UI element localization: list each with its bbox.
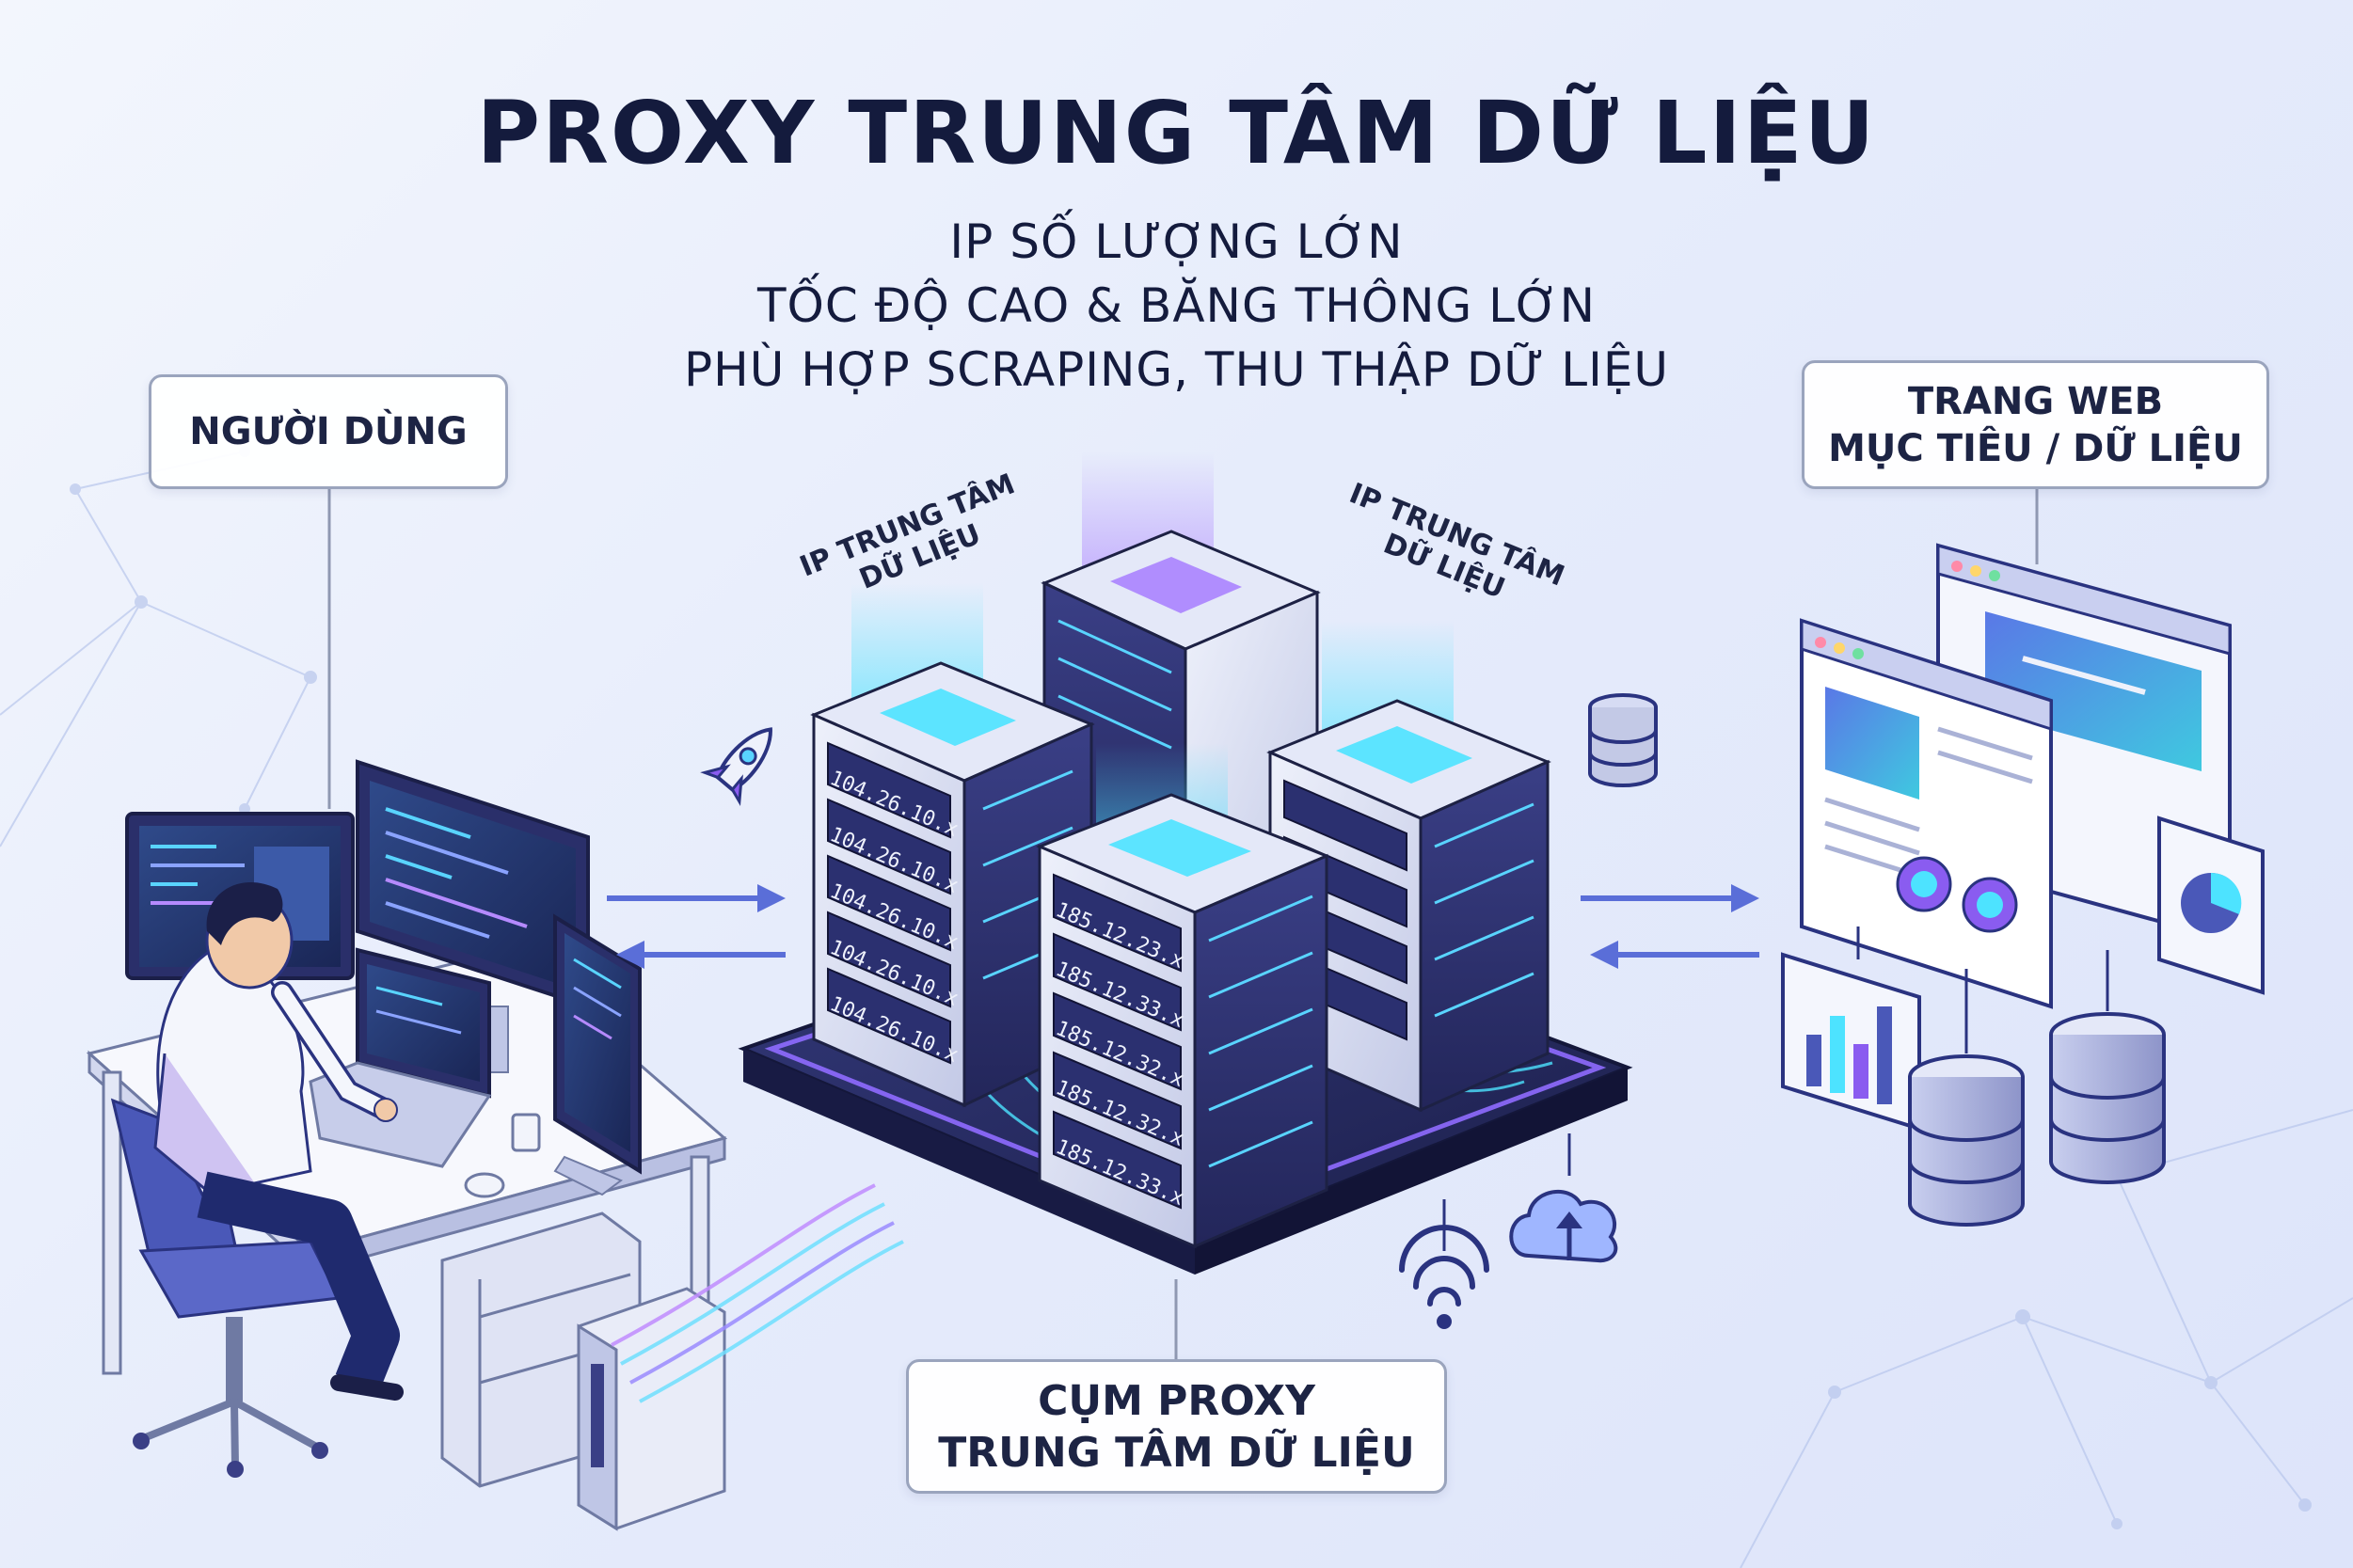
person-at-desk — [153, 881, 404, 1401]
database-icon — [1908, 1054, 2025, 1227]
subtitle-line-1: IP SỐ LƯỢNG LỚN — [949, 214, 1404, 269]
target-label-box: TRANG WEB MỤC TIÊU / DỮ LIỆU — [1802, 360, 2269, 489]
bar-chart-card — [1781, 952, 1921, 1132]
cloud-upload-icon — [1509, 1133, 1618, 1263]
database-icon — [2049, 1012, 2166, 1184]
rocket-icon — [700, 727, 772, 807]
arrow-left-icon — [1590, 941, 1759, 969]
user-to-proxy-arrows — [607, 884, 786, 969]
subtitle-line-2: TỐC ĐỘ CAO & BĂNG THÔNG LỚN — [756, 278, 1597, 333]
left-rack-slots — [827, 741, 951, 1065]
target-label-line-2: MỤC TIÊU / DỮ LIỆU — [1828, 426, 2243, 470]
mouse — [464, 1172, 505, 1198]
server-front — [1036, 743, 1330, 1249]
target-label-line-1: TRANG WEB — [1907, 379, 2164, 423]
cluster-label-line-1: CỤM PROXY — [1038, 1376, 1315, 1425]
page-title: PROXY TRUNG TÂM DỮ LIỆU — [476, 83, 1877, 183]
database-icon — [1588, 693, 1658, 787]
pie-chart-card — [2157, 816, 2265, 995]
proxy-cluster — [700, 451, 1658, 1329]
user-label: NGƯỜI DÙNG — [189, 410, 468, 453]
mug — [511, 1113, 541, 1152]
network-background — [0, 446, 2353, 1568]
user-label-box: NGƯỜI DÙNG — [149, 374, 508, 489]
server-left — [810, 583, 1095, 1108]
cluster-label-box: CỤM PROXY TRUNG TÂM DỮ LIỆU — [906, 1359, 1447, 1494]
arrow-right-icon — [607, 884, 786, 912]
browser-window-front — [1800, 618, 2053, 1009]
right-monitor — [553, 913, 642, 1196]
proxy-to-target-arrows — [1581, 884, 1759, 969]
cluster-label-line-2: TRUNG TÂM DỮ LIỆU — [938, 1428, 1415, 1477]
target-websites-illustration — [1781, 543, 2265, 1227]
subtitle-line-3: PHÙ HỢP SCRAPING, THU THẬP DỮ LIỆU — [683, 342, 1670, 397]
server-right — [1266, 621, 1551, 1113]
front-rack-slots — [1053, 873, 1182, 1210]
data-cables — [611, 1183, 904, 1403]
user-workstation-illustration — [86, 759, 728, 1531]
arrow-right-icon — [1581, 884, 1759, 912]
arrow-left-icon — [616, 941, 786, 969]
center-monitor — [356, 759, 590, 1073]
